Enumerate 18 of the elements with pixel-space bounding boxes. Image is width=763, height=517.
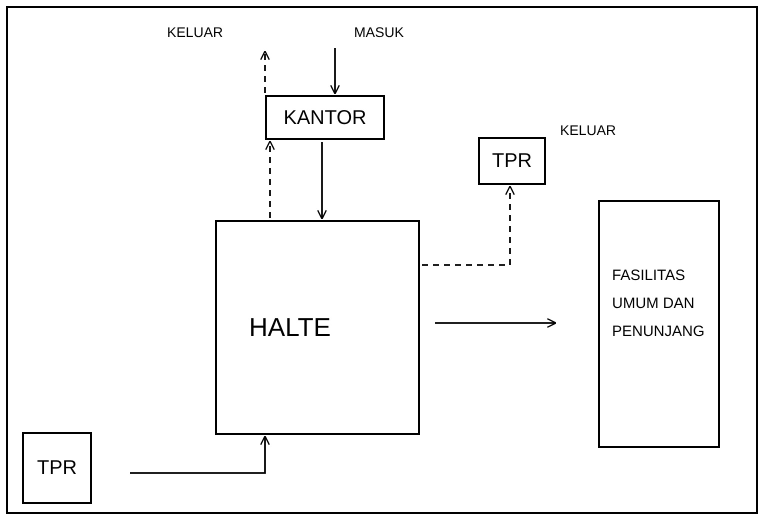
arrow bbox=[330, 48, 340, 95]
node-box bbox=[478, 137, 546, 185]
arrow bbox=[264, 140, 276, 218]
arrow bbox=[130, 435, 270, 474]
node-label: KANTOR bbox=[284, 106, 366, 130]
node-label: TPR bbox=[492, 149, 532, 174]
node-box bbox=[265, 95, 385, 140]
arrow bbox=[422, 185, 516, 266]
arrow bbox=[316, 142, 328, 220]
node-box bbox=[22, 432, 92, 504]
node-box bbox=[215, 220, 420, 435]
node-label: TPR bbox=[37, 456, 77, 481]
node-box bbox=[598, 200, 720, 448]
arrow bbox=[435, 318, 557, 328]
node-label: FASILITAS UMUM DAN PENUNJANG bbox=[612, 266, 702, 342]
node-caption: KELUAR bbox=[560, 121, 616, 140]
node-label: HALTE bbox=[249, 311, 331, 344]
arrow bbox=[260, 50, 270, 93]
